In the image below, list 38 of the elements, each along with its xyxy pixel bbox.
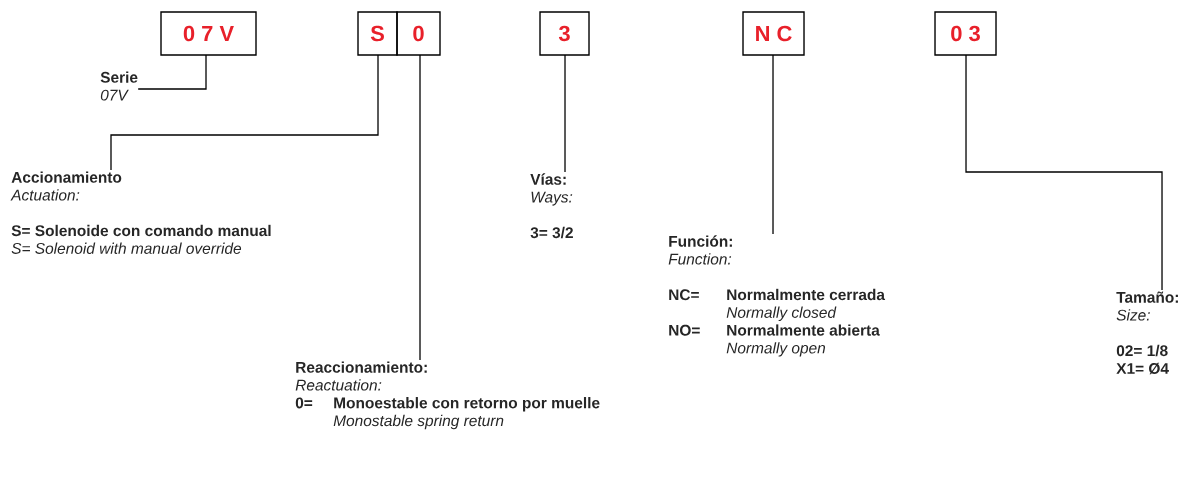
heading-text: S= Solenoide con comando manual — [11, 224, 271, 237]
heading-text: 02= 1/8 — [1116, 344, 1168, 357]
code-box: 0 7 V — [160, 11, 257, 56]
leader-line — [110, 54, 379, 171]
leader-line — [564, 54, 566, 173]
leader-line — [137, 54, 207, 90]
heading-text: 3= 3/2 — [530, 226, 573, 239]
code-box: 0 3 — [934, 11, 997, 56]
option-code: NC= — [669, 289, 699, 301]
option-text: Monoestable con retorno por muelle — [334, 397, 600, 412]
option-text: Normalmente abierta — [727, 324, 880, 336]
code-box: 0 — [396, 11, 441, 56]
translation-text: S= Solenoid with manual override — [11, 242, 242, 254]
option-text: Normalmente cerrada — [727, 288, 886, 301]
translation-text: Reactuation: — [295, 379, 382, 391]
heading-text: Vías: — [530, 173, 566, 185]
heading-text: Función: — [669, 235, 732, 247]
heading-text: Tamaño: — [1116, 291, 1178, 303]
heading-text: Serie — [100, 71, 138, 83]
option-code: NO= — [669, 324, 700, 336]
translation-text: 07V — [100, 89, 129, 101]
translation-text: Function: — [668, 253, 732, 265]
leader-line — [772, 54, 774, 235]
translation-text: Size: — [1116, 309, 1150, 321]
translation-text: Ways: — [531, 191, 573, 206]
translation-text: Normally open — [726, 342, 826, 357]
option-code: 0= — [295, 397, 313, 409]
code-box: 3 — [539, 11, 590, 56]
heading-text: Accionamiento — [11, 171, 122, 183]
heading-text: X1= Ø4 — [1116, 362, 1169, 375]
code-box: S — [357, 11, 398, 56]
leader-line — [965, 54, 1163, 291]
heading-text: Reaccionamiento: — [296, 361, 427, 373]
translation-text: Normally closed — [726, 306, 837, 321]
leader-line — [419, 54, 421, 361]
code-box: N C — [742, 11, 805, 56]
translation-text: Actuation: — [10, 189, 80, 201]
translation-text: Monostable spring return — [333, 414, 504, 430]
